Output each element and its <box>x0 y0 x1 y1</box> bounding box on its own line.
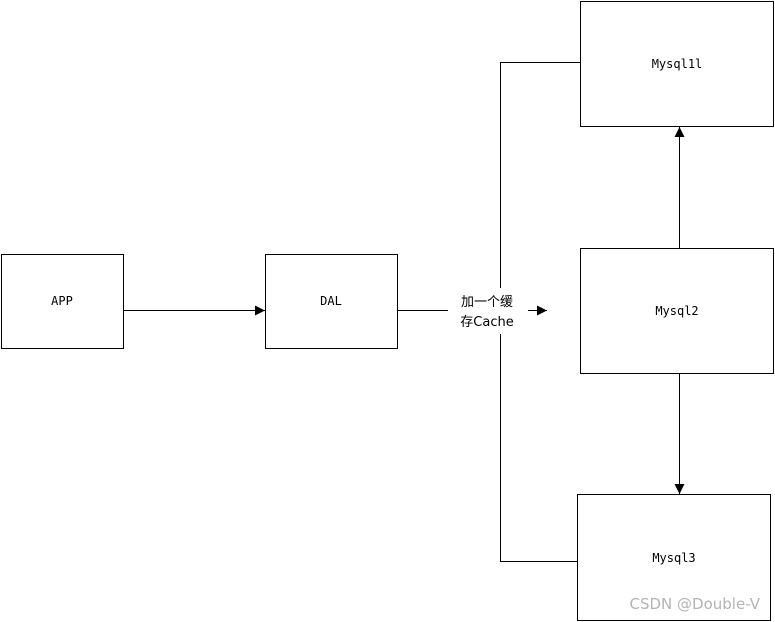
app-box <box>1 254 124 349</box>
mysql1-box <box>580 1 774 127</box>
mysql3-label: Mysql3 <box>652 551 695 565</box>
mysql2-box <box>580 248 774 374</box>
node-mysql1: Mysql1l <box>580 1 774 127</box>
dal-label: DAL <box>320 294 342 308</box>
node-mysql2: Mysql2 <box>580 248 774 374</box>
node-dal: DAL <box>265 254 398 349</box>
node-app: APP <box>1 254 124 349</box>
cache-label-background <box>448 288 528 334</box>
mysql3-box <box>577 494 771 621</box>
cache-label-line2: 存Cache <box>460 315 513 330</box>
cache-label: 加一个缓 存Cache <box>448 288 528 334</box>
bracket-bottom-connector <box>500 334 578 562</box>
app-label: APP <box>51 294 73 308</box>
connectors <box>123 62 685 562</box>
bracket-top-connector <box>500 62 580 288</box>
cache-label-line1: 加一个缓 <box>461 295 513 310</box>
csdn-watermark: CSDN @Double-V <box>630 595 761 613</box>
node-mysql3: Mysql3 <box>577 494 771 621</box>
mysql2-label: Mysql2 <box>655 304 698 318</box>
mysql1-label: Mysql1l <box>652 57 703 71</box>
dal-box <box>265 254 398 349</box>
